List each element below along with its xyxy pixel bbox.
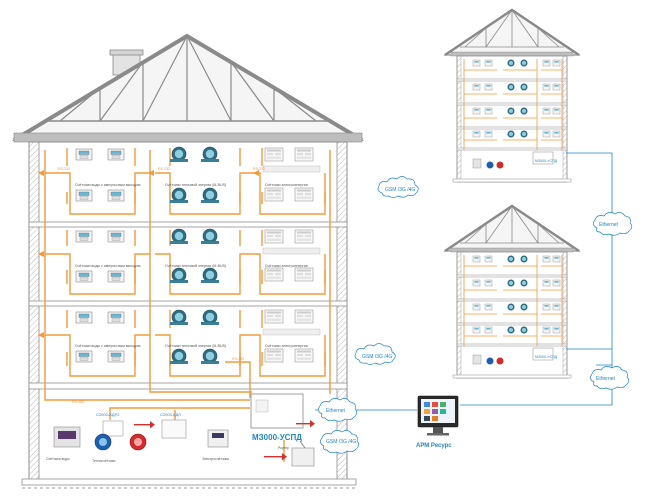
label-water-f2: Счётчики воды с импульсным выходом xyxy=(75,264,141,268)
label-elec-f1: Счётчики электроэнергии xyxy=(265,183,308,187)
label-elec-f2: Счётчики электроэнергии xyxy=(265,264,308,268)
gsm-uspd-text: GSM /3G /4G xyxy=(326,439,356,445)
floor-1-meters xyxy=(75,146,321,204)
remote-building-1 xyxy=(443,8,581,183)
label-water-f1: Счётчики воды с импульсным выходом xyxy=(75,183,141,187)
red-arrows xyxy=(134,420,315,461)
cloud-ethernet-top: Ethernet xyxy=(593,212,633,236)
cloud-ethernet-uspd: Ethernet xyxy=(318,398,358,422)
rs232-tag-2: RS-232 xyxy=(158,167,170,171)
rs485-tag-bottom: RS-485 xyxy=(72,400,84,404)
label-heat-f1: Счётчики тепловой энергии (M-BUS) xyxy=(165,183,226,187)
floor-2-meters xyxy=(75,228,321,284)
label-sub-heat: Теплосчётчики xyxy=(92,459,116,463)
label-elec-f3: Счётчики электроэнергии xyxy=(265,344,308,348)
label-water-f3: Счётчики воды с импульсным выходом xyxy=(75,344,141,348)
floor-3-meters xyxy=(75,309,321,365)
c2000-adr2-label: С2000-АДР2 xyxy=(96,412,120,417)
remote-uspd-2: M3000-УСПД xyxy=(535,355,558,359)
main-roof xyxy=(11,33,365,143)
arm-workstation xyxy=(417,395,459,436)
arm-label: АРМ Ресурс xyxy=(416,443,452,449)
cloud-gsm-uspd: GSM /3G /4G xyxy=(320,430,360,454)
ground-floor-devices xyxy=(53,393,315,467)
label-sub-water: Счётчики воды xyxy=(46,457,70,461)
rs485-wiring xyxy=(44,148,331,462)
rs232-tag-3: RS-232 xyxy=(253,167,265,171)
router-label: Роутер xyxy=(278,446,289,450)
wire-arrows xyxy=(38,170,259,338)
uspd-label: МЗ000-УСПД xyxy=(252,433,302,442)
cloud-gsm-top: GSM /3G /4G xyxy=(377,176,419,198)
c2000-kdl-label: С2000-КДЛ xyxy=(160,412,181,417)
label-heat-f3: Счётчики тепловой энергии (M-BUS) xyxy=(165,344,226,348)
label-heat-f2: Счётчики тепловой энергии (M-BUS) xyxy=(165,264,226,268)
cloud-ethernet-bottom: Ethernet xyxy=(590,366,630,390)
remote-uspd-1: M3000-УСПД xyxy=(535,159,558,163)
cloud-gsm-mid: GSM /3G /4G xyxy=(354,343,396,365)
ethernet-uspd-text: Ethernet xyxy=(326,408,346,414)
ethernet-top-text: Ethernet xyxy=(599,222,619,228)
label-sub-elec: Электросчётчики xyxy=(202,457,229,461)
rs232-tag-1: RS-232 xyxy=(58,167,70,171)
main-building xyxy=(11,33,365,489)
remote-building-2 xyxy=(445,206,579,378)
ethernet-bottom-text: Ethernet xyxy=(596,376,616,382)
rs485-tag-side: RS-485 xyxy=(232,357,244,361)
gsm-mid-text: GSM /3G /4G xyxy=(362,354,392,360)
gsm-top-text: GSM /3G /4G xyxy=(385,187,415,193)
